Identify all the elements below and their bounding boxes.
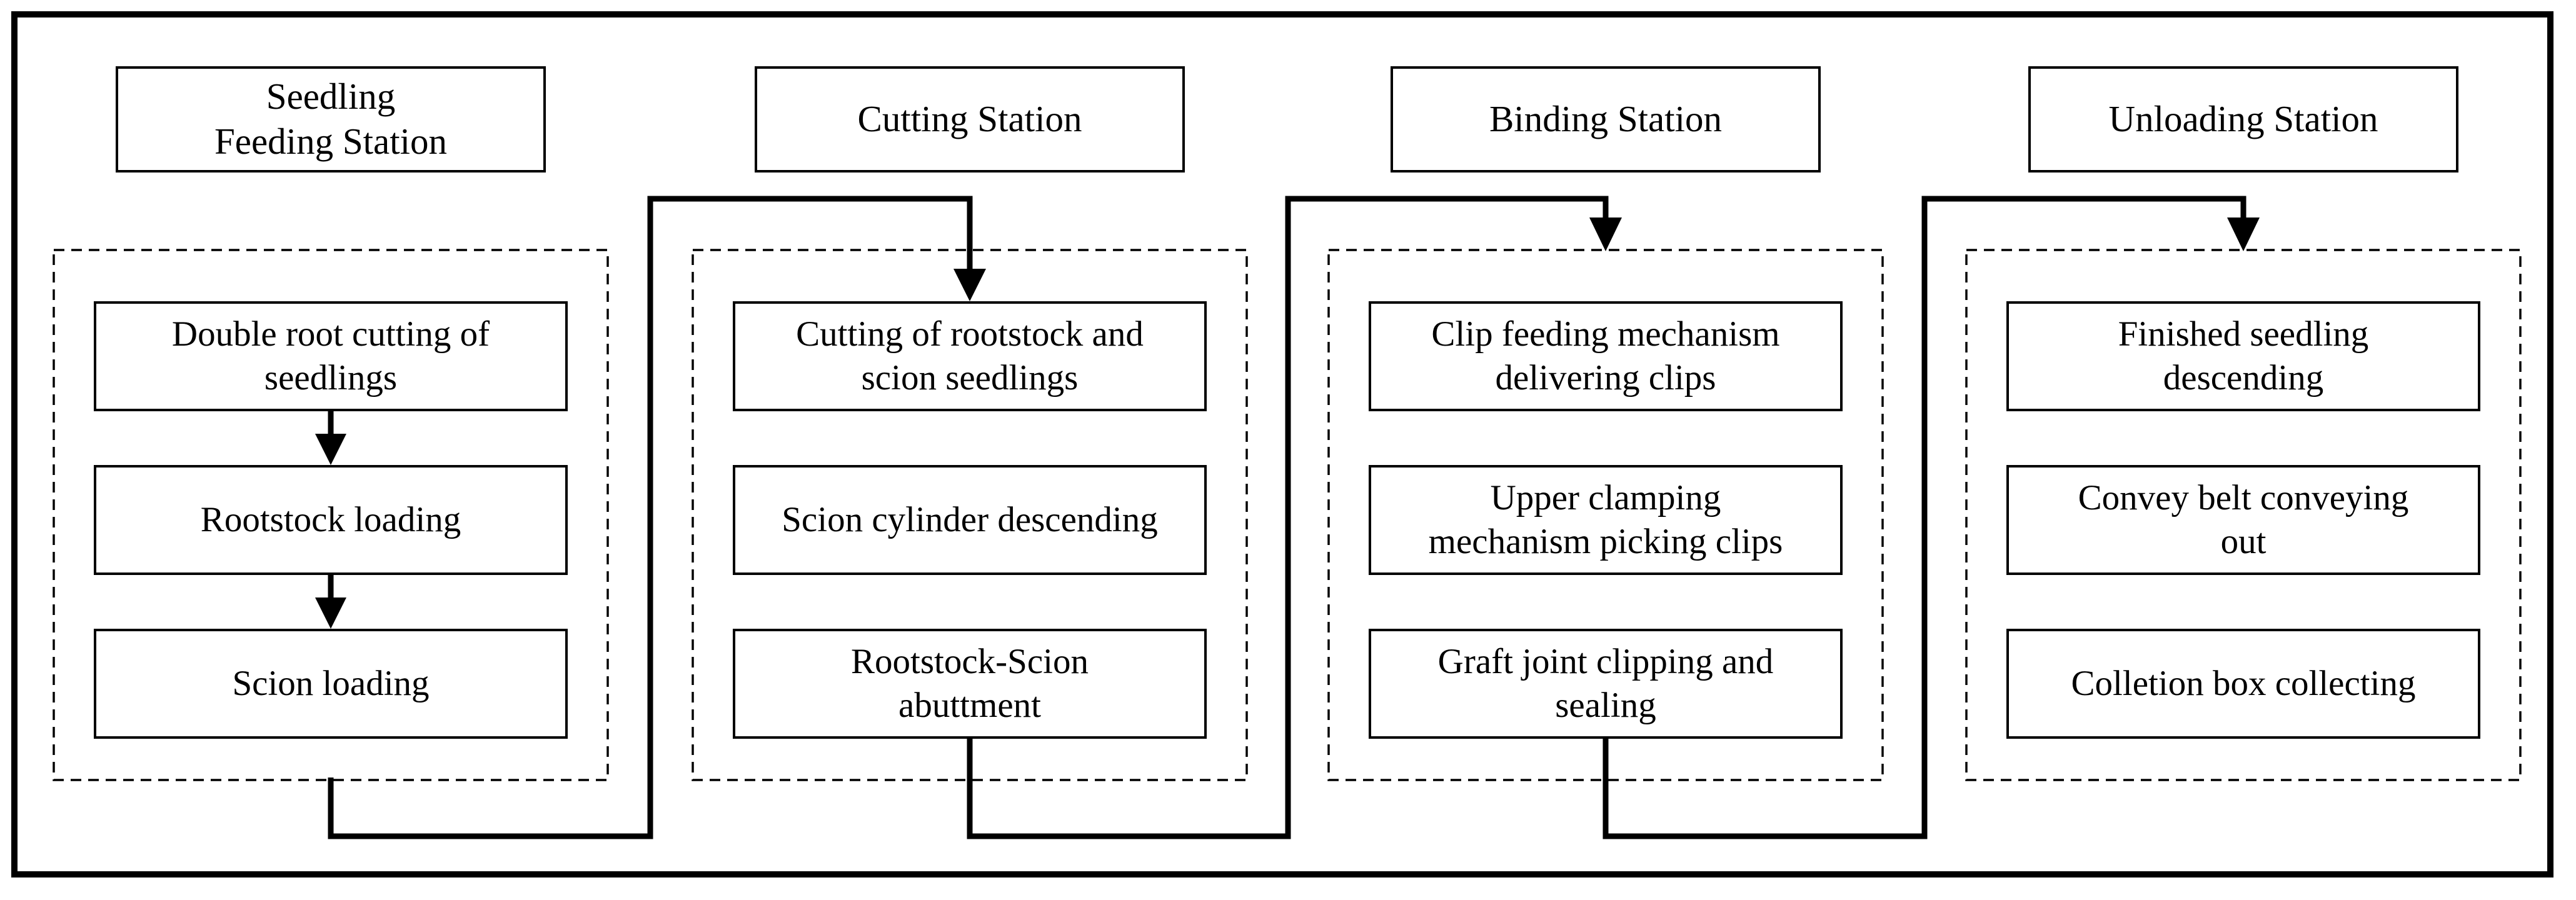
connector-station2-to-station3 (967, 196, 1609, 839)
step-box-collection-box-collecting: Colletion box collecting (2006, 629, 2480, 739)
step-box-double-root-cutting: Double root cutting of seedlings (94, 301, 568, 411)
step-box-rootstock-loading: Rootstock loading (94, 465, 568, 575)
figure-outer-border (11, 11, 2553, 878)
step-box-scion-cylinder-descending: Scion cylinder descending (733, 465, 1207, 575)
arrow-step1-to-step2-head-icon (315, 434, 346, 465)
connector-station1-to-station2 (328, 196, 973, 839)
station-title-unloading: Unloading Station (2028, 66, 2458, 172)
connector-station3-to-station4 (1602, 196, 2246, 839)
station-title-seedling-feeding: Seedling Feeding Station (116, 66, 546, 172)
step-box-upper-clamping-mechanism: Upper clamping mechanism picking clips (1369, 465, 1843, 575)
step-box-scion-loading: Scion loading (94, 629, 568, 739)
step-box-cutting-rootstock-scion: Cutting of rootstock and scion seedlings (733, 301, 1207, 411)
station-title-binding: Binding Station (1391, 66, 1821, 172)
arrowhead-into-station3-icon (1589, 218, 1622, 251)
step-box-graft-joint-clipping: Graft joint clipping and sealing (1369, 629, 1843, 739)
step-box-clip-feeding-mechanism: Clip feeding mechanism delivering clips (1369, 301, 1843, 411)
arrowhead-into-station2-icon (953, 269, 986, 301)
arrowhead-into-station4-icon (2227, 218, 2260, 251)
arrow-step2-to-step3-head-icon (315, 598, 346, 629)
station-title-cutting: Cutting Station (755, 66, 1185, 172)
step-box-convey-belt-out: Convey belt conveying out (2006, 465, 2480, 575)
step-box-finished-seedling-descending: Finished seedling descending (2006, 301, 2480, 411)
step-box-rootstock-scion-abuttment: Rootstock-Scion abuttment (733, 629, 1207, 739)
